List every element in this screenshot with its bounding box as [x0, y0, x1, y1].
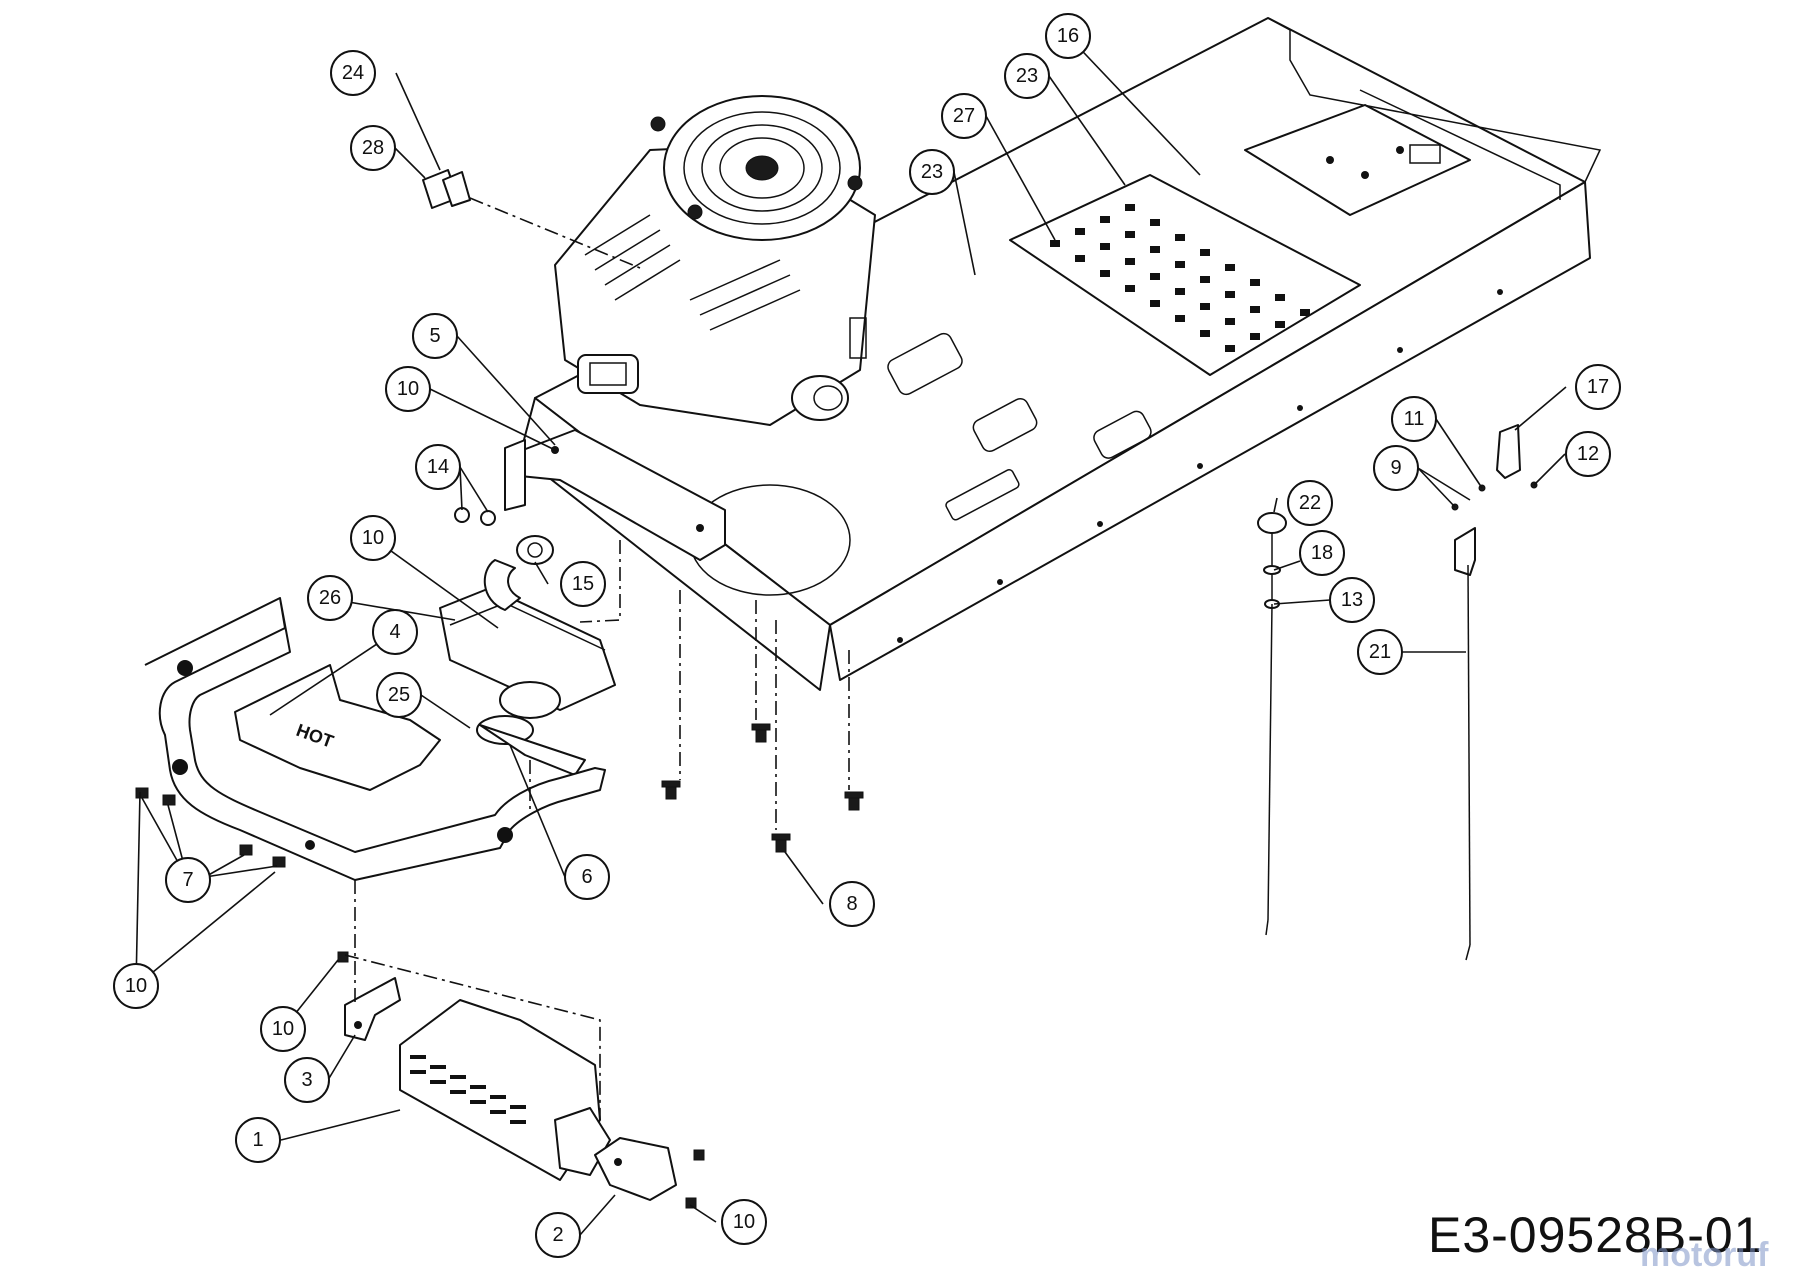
- svg-text:28: 28: [362, 137, 384, 159]
- floor-plate-grid: [1050, 204, 1310, 352]
- callout-9: 9: [1373, 445, 1419, 491]
- svg-text:8: 8: [846, 893, 857, 915]
- callout-7: 7: [165, 857, 211, 903]
- svg-text:2: 2: [552, 1224, 563, 1246]
- callout-25: 25: [376, 672, 422, 718]
- callout-27: 27: [941, 93, 987, 139]
- callout-3: 3: [284, 1057, 330, 1103]
- svg-text:10: 10: [733, 1211, 755, 1233]
- svg-text:4: 4: [389, 621, 400, 643]
- bolt-10b: [693, 1149, 705, 1161]
- svg-text:11: 11: [1404, 408, 1425, 430]
- svg-text:24: 24: [342, 62, 364, 84]
- throttle-control: [1451, 424, 1538, 961]
- callout-4: 4: [372, 609, 418, 655]
- bolt-8a: [751, 723, 771, 743]
- callout-1: 1: [235, 1117, 281, 1163]
- callout-12: 12: [1565, 431, 1611, 477]
- callout-6: 6: [564, 854, 610, 900]
- callout-10c: 10: [113, 963, 159, 1009]
- callout-10e: 10: [721, 1199, 767, 1245]
- callout-13: 13: [1329, 577, 1375, 623]
- muffler-heat-guard: [399, 999, 611, 1181]
- bolt-10: [337, 951, 349, 963]
- callout-15: 15: [560, 561, 606, 607]
- svg-text:23: 23: [1016, 65, 1038, 87]
- svg-text:18: 18: [1311, 542, 1333, 564]
- callout-14: 14: [415, 444, 461, 490]
- assembly-lines: [344, 197, 850, 1120]
- svg-text:13: 13: [1341, 589, 1363, 611]
- svg-text:5: 5: [429, 325, 440, 347]
- bolt-7a: [135, 787, 149, 799]
- heat-guard-bracket-left: [344, 977, 401, 1041]
- nut-14a: [454, 507, 470, 523]
- callout-23b: 23: [909, 149, 955, 195]
- svg-text:6: 6: [581, 866, 592, 888]
- bolt-10c: [685, 1197, 697, 1209]
- engine: [554, 95, 876, 426]
- fasteners: [135, 169, 864, 1209]
- callout-8: 8: [829, 881, 875, 927]
- leader-lines: [135, 35, 1567, 1236]
- callouts: 1 2 3 4 5 6 7 8 9 10 10 10 10 10 11 12 1…: [113, 13, 1621, 1258]
- svg-text:25: 25: [388, 684, 410, 706]
- nut-14b: [480, 510, 496, 526]
- callout-10b: 10: [350, 515, 396, 561]
- svg-text:10: 10: [362, 527, 384, 549]
- svg-text:12: 12: [1577, 443, 1599, 465]
- callout-5: 5: [412, 313, 458, 359]
- callout-18: 18: [1299, 530, 1345, 576]
- callout-22: 22: [1287, 480, 1333, 526]
- svg-text:7: 7: [182, 869, 193, 891]
- callout-28: 28: [350, 125, 396, 171]
- watermark-logo: motoruf: [1640, 1236, 1769, 1274]
- callout-26: 26: [307, 575, 353, 621]
- svg-text:10: 10: [397, 378, 419, 400]
- front-bumper-bracket: [144, 597, 606, 881]
- bolt-8c: [771, 833, 791, 853]
- spark-plug-24: [442, 171, 471, 207]
- hot-warning-decal: HOT: [234, 664, 441, 791]
- heat-shield-bracket: [504, 429, 726, 561]
- svg-text:15: 15: [572, 573, 594, 595]
- svg-text:1: 1: [252, 1129, 263, 1151]
- callout-21: 21: [1357, 629, 1403, 675]
- callout-24: 24: [330, 50, 376, 96]
- svg-text:14: 14: [427, 456, 449, 478]
- callout-16: 16: [1045, 13, 1091, 59]
- svg-text:3: 3: [301, 1069, 312, 1091]
- svg-text:9: 9: [1390, 457, 1401, 479]
- bolt-7c: [239, 844, 253, 856]
- svg-text:10: 10: [125, 975, 147, 997]
- callout-17: 17: [1575, 364, 1621, 410]
- svg-text:17: 17: [1587, 376, 1609, 398]
- svg-text:27: 27: [953, 105, 975, 127]
- bolt-8b: [661, 780, 681, 800]
- choke-cable: [1257, 512, 1287, 936]
- bolt-8d: [844, 791, 864, 811]
- callout-11: 11: [1391, 396, 1437, 442]
- muffler-gasket: [476, 715, 586, 776]
- bolt-7b: [162, 794, 176, 806]
- drawing-number: E3-09528B-01: [1428, 1207, 1763, 1263]
- callout-10d: 10: [260, 1006, 306, 1052]
- bolt-7d: [272, 856, 286, 868]
- svg-text:10: 10: [272, 1018, 294, 1040]
- heat-guard-bracket-right: [594, 1137, 677, 1201]
- callout-10a: 10: [385, 366, 431, 412]
- svg-text:22: 22: [1299, 492, 1321, 514]
- callout-23a: 23: [1004, 53, 1050, 99]
- svg-text:23: 23: [921, 161, 943, 183]
- svg-text:16: 16: [1057, 25, 1079, 47]
- callout-2: 2: [535, 1212, 581, 1258]
- svg-text:21: 21: [1369, 641, 1391, 663]
- svg-text:26: 26: [319, 587, 341, 609]
